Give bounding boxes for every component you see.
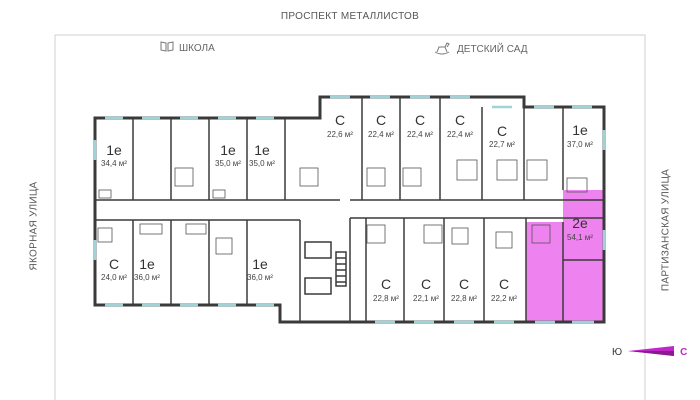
apartment-type-label: С [496,123,508,139]
apartment-selected-area-label: 54,1 м² [567,233,593,242]
apartment-type-label: 1е [139,256,155,272]
compass-arrow-icon [628,344,675,361]
apartment-area-label: 22,8 м² [373,294,399,303]
rocking-horse-icon [432,41,452,58]
apartment-type-label: С [498,276,510,292]
apartment-area-label: 22,4 м² [447,130,473,139]
apartment-type-label: 1е [106,142,122,158]
apartment-type-label: С [454,112,466,128]
apartment-area-label: 22,8 м² [451,294,477,303]
street-top-label: ПРОСПЕКТ МЕТАЛЛИСТОВ [280,11,420,22]
windows [93,95,606,324]
apartment-area-label: 35,0 м² [249,159,275,168]
apartment-area-label: 36,0 м² [134,273,160,282]
apartment-type-label: С [334,112,346,128]
apartment-area-label: 22,4 м² [368,130,394,139]
compass-south-label: Ю [612,347,623,358]
landmark-school: ШКОЛА [160,41,215,55]
apartment-type-label: 1е [572,122,588,138]
book-icon [160,41,174,55]
apartment-selected-fill [526,190,604,322]
apartment-type-label: 1е [252,256,268,272]
apartment-type-label: С [414,112,426,128]
apartment-type-label: С [108,256,120,272]
compass: Ю С [612,344,687,361]
apartment-area-label: 22,7 м² [489,140,515,149]
apartment-type-label: 1е [254,142,270,158]
apartment-type-label: С [458,276,470,292]
apartment-type-label: С [375,112,387,128]
apartment-area-label: 24,0 м² [101,273,127,282]
apartment-type-label: С [380,276,392,292]
landmark-kindergarten-label: ДЕТСКИЙ САД [457,44,528,55]
fixtures [97,159,588,255]
apartment-selected-type-label: 2е [572,215,588,231]
apartment-area-label: 35,0 м² [215,159,241,168]
landmark-school-label: ШКОЛА [179,42,215,54]
site-boundary [55,34,646,400]
apartment-area-label: 37,0 м² [567,140,593,149]
interior-walls [95,97,604,322]
apartment-area-label: 34,4 м² [101,159,127,168]
apartment-area-label: 22,6 м² [327,130,353,139]
landmark-kindergarten: ДЕТСКИЙ САД [432,41,528,58]
apartment-area-label: 36,0 м² [247,273,273,282]
apartment-area-label: 22,4 м² [407,130,433,139]
apartment-area-label: 22,1 м² [413,294,439,303]
apartment-type-label: С [420,276,432,292]
compass-north-label: С [680,347,688,358]
apartment-type-label: 1е [220,142,236,158]
apartment-area-label: 22,2 м² [491,294,517,303]
